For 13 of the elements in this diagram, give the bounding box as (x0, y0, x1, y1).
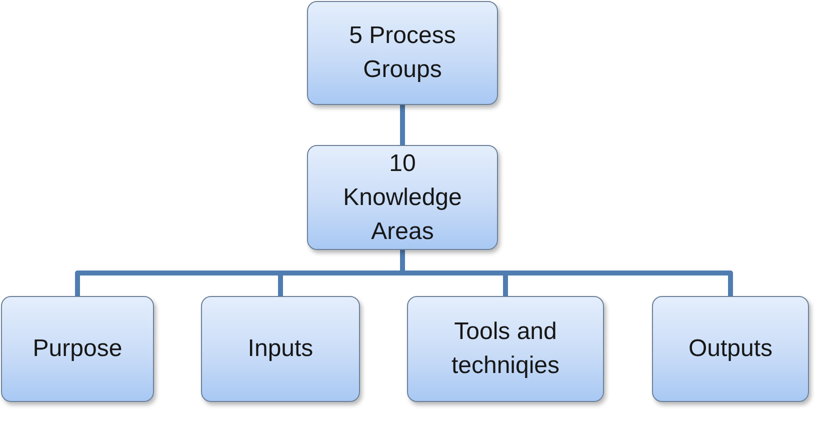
connector-line (400, 105, 405, 145)
process-box (307, 1, 498, 105)
box-label: Purpose (32, 334, 122, 364)
process-box (1, 296, 154, 402)
box-label: Inputs (248, 334, 314, 364)
box-label: 10 Knowledge Areas (342, 148, 463, 246)
process-box (201, 296, 360, 402)
box-label: 5 Process Groups (348, 21, 457, 85)
process-box (407, 296, 604, 402)
box-label: Tools and techniqies (450, 317, 561, 381)
process-box (652, 296, 809, 402)
box-label: Outputs (688, 334, 773, 364)
process-box (307, 145, 498, 250)
